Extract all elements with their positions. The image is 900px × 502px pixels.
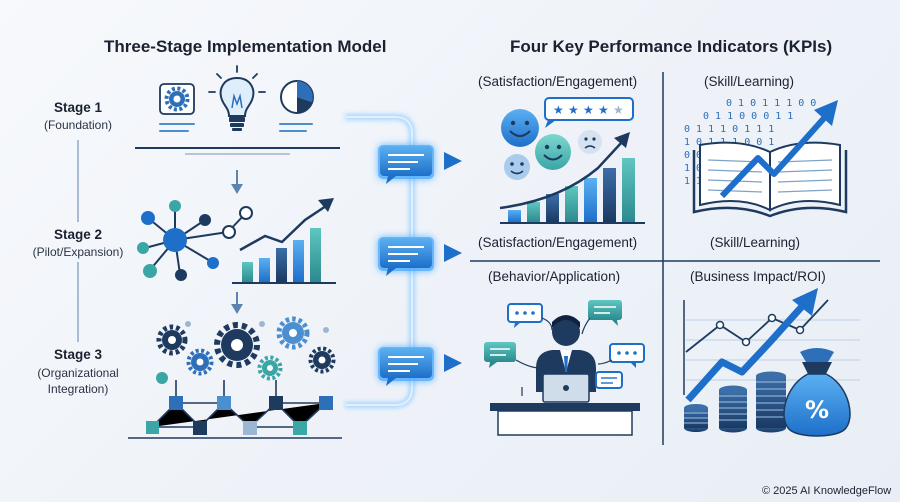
stage-2-sub: (Pilot/Expansion) bbox=[32, 245, 124, 259]
chat-bubble-small-icon bbox=[507, 303, 543, 328]
stage-3-name: Stage 3 bbox=[53, 347, 103, 362]
binary-row: 0 1 0 1 1 1 0 0 bbox=[726, 98, 816, 109]
right-title: Four Key Performance Indicators (KPIs) bbox=[510, 37, 833, 56]
satisfaction-chart-icon: ★ ★ ★ ★ ★ bbox=[499, 97, 645, 224]
arrow-right-icon-1 bbox=[444, 152, 462, 170]
open-book-icon bbox=[692, 141, 848, 218]
kpi-top-right-label: (Skill/Learning) bbox=[704, 74, 795, 89]
sad-face-icon bbox=[578, 130, 602, 154]
money-bag-icon: % bbox=[783, 348, 851, 437]
stage-3-gears-network-icon bbox=[128, 316, 342, 439]
lightbulb-icon bbox=[208, 65, 266, 131]
stage-2-network-icon bbox=[137, 200, 253, 281]
svg-text:★: ★ bbox=[568, 103, 579, 117]
stage-1-icons bbox=[135, 65, 340, 155]
stage-2-name: Stage 2 bbox=[53, 227, 103, 242]
stage-2-bar-chart-icon bbox=[232, 198, 336, 284]
roi-chart-icon bbox=[683, 288, 860, 403]
text-lines-icon bbox=[159, 123, 313, 132]
pie-chart-icon bbox=[280, 80, 314, 114]
chat-bubble-icon-3[interactable] bbox=[378, 347, 434, 386]
down-arrow-icon bbox=[231, 170, 243, 194]
stage-3-sub-line2: Integration) bbox=[47, 382, 109, 396]
footer-copyright: © 2025 AI KnowledgeFlow bbox=[762, 485, 892, 497]
binary-row: 0 1 1 0 0 0 1 1 bbox=[703, 111, 793, 122]
neutral-face-icon bbox=[504, 154, 530, 180]
chat-bubble-small-icon-4 bbox=[609, 343, 645, 368]
happy-face-icon-2 bbox=[535, 134, 571, 170]
growth-arrow-icon bbox=[719, 100, 838, 199]
kpi-grid-lines bbox=[470, 72, 880, 445]
chat-bubble-icon-1[interactable] bbox=[378, 145, 434, 184]
chat-bubble-small-icon-5 bbox=[595, 371, 623, 389]
gear-icon bbox=[159, 83, 195, 115]
kpi-mid-left-label: (Satisfaction/Engagement) bbox=[478, 235, 638, 250]
down-arrow-icon-2 bbox=[231, 292, 243, 314]
stage-1-sub: (Foundation) bbox=[43, 118, 113, 132]
svg-text:★: ★ bbox=[598, 103, 609, 117]
person-laptop-icon bbox=[490, 315, 640, 436]
chat-bubble-small-icon-3 bbox=[588, 300, 622, 326]
happy-face-icon bbox=[501, 109, 539, 147]
star-rating-icon: ★ ★ ★ ★ ★ bbox=[553, 103, 624, 117]
chat-bubble-icon-2[interactable] bbox=[378, 237, 434, 276]
kpi-bottom-right-label: (Business Impact/ROI) bbox=[690, 269, 826, 284]
percent-icon: % bbox=[805, 396, 829, 424]
left-title: Three-Stage Implementation Model bbox=[104, 37, 387, 56]
kpi-mid-right-label: (Skill/Learning) bbox=[710, 235, 801, 250]
coin-stacks-icon bbox=[684, 371, 786, 433]
svg-text:★: ★ bbox=[583, 103, 594, 117]
arrow-right-icon-2 bbox=[444, 244, 462, 262]
kpi-bottom-left-label: (Behavior/Application) bbox=[488, 269, 621, 284]
chat-bubble-small-icon-2 bbox=[484, 342, 516, 368]
arrow-right-icon-3 bbox=[444, 354, 462, 372]
speech-bubbles bbox=[484, 300, 645, 389]
svg-text:★: ★ bbox=[553, 103, 564, 117]
stage-1-name: Stage 1 bbox=[53, 100, 103, 115]
kpi-top-left-label: (Satisfaction/Engagement) bbox=[478, 74, 638, 89]
binary-row: 0 1 1 1 0 1 1 1 bbox=[684, 124, 774, 135]
stage-3-sub-line1: (Organizational bbox=[37, 366, 119, 380]
svg-text:★: ★ bbox=[613, 103, 624, 117]
